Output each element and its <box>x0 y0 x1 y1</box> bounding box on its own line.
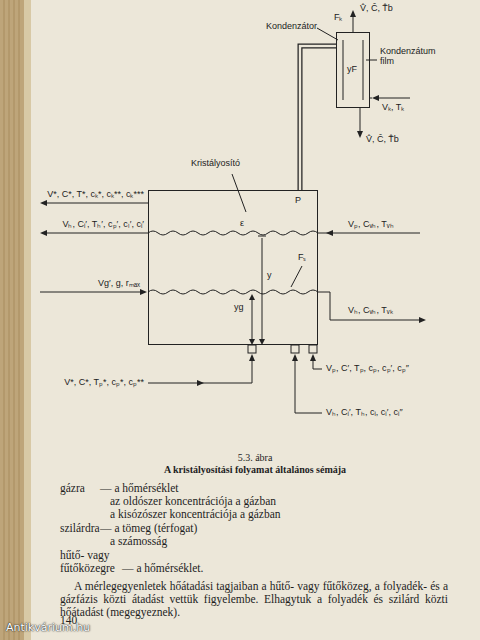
stream-variables: Vₚ, C′, Tₚ, cₚ, cₚ′, cₚ″ <box>326 363 409 373</box>
body-text: szilárdra <box>60 522 100 535</box>
stream-variables: Vₖ, Tₖ <box>382 102 404 112</box>
symbol-label: Fₛ <box>298 252 307 262</box>
stream-variables: Vₕ, Cᵢ′, Tₕ, cᵢ, cᵢ′, cᵢ″ <box>326 407 403 417</box>
stream-variables: Vg′, g, rₘₐₓ <box>98 278 140 288</box>
pipework <box>40 17 420 413</box>
body-text: — a tömeg (térfogat) <box>100 522 197 535</box>
body-text: fűtőközegre <box>60 562 115 575</box>
dimension-label: y <box>267 270 272 280</box>
flow-symbol: Fₖ <box>334 12 343 22</box>
part-label: Kondenzátum film <box>380 46 452 67</box>
stream-variables: V̂, Ĉ, T̂b <box>366 134 399 144</box>
binding-edge <box>0 0 24 640</box>
body-text: — a hőmérséklet <box>100 482 179 495</box>
figure-number: 5.3. ábra <box>60 452 450 464</box>
body-text: — a hőmérséklet. <box>122 562 203 575</box>
body-text: hűtő- vagy <box>60 549 110 562</box>
arrowheads <box>40 10 426 386</box>
vapour-pipe <box>300 46 336 190</box>
symbol-label: ε <box>240 218 244 228</box>
body-text: az oldószer koncentrációja a gázban <box>110 495 276 508</box>
body-text: a kisózószer koncentrációja a gázban <box>110 508 281 521</box>
point-label: P <box>295 195 301 205</box>
crystallizer-vessel: KristályosítóP <box>148 190 318 345</box>
stream-variables: Vₕ, Cᵥₕ, Tᵥₖ <box>348 305 393 315</box>
body-text: a számosság <box>110 535 167 548</box>
body-paragraph: A mérlegegyenletek hőátadási tagjaiban a… <box>60 580 448 619</box>
figure-caption: A kristályosítási folyamat általános sém… <box>60 464 450 476</box>
stream-variables: V*, C*, Tₚ*, cₚ*, cₚ** <box>64 377 144 387</box>
stream-variables: Vₚ, Cᵥₕ, Tᵥₕ <box>348 219 394 229</box>
flow-symbol: yF <box>347 64 357 74</box>
stream-variables: V*, C*, T*, cₖ*, cₖ**, cₖ*** <box>47 189 144 199</box>
dimension-label: yg <box>234 302 244 312</box>
vessel-heading: Kristályosító <box>191 158 240 168</box>
watermark: Antikvárium.hu <box>6 622 90 635</box>
stream-variables: V̂, Ĉ, T̂b <box>360 3 393 13</box>
pipe-bore <box>300 46 336 190</box>
body-text: gázra <box>60 482 85 495</box>
pipe-wall <box>300 46 336 190</box>
binding-stripes <box>4 0 19 640</box>
page-gutter <box>24 0 31 640</box>
stream-variables: Vₕ, Cᵢ′, Tₕ′, cₚ′, cₗ′, cᵢ′ <box>62 219 144 229</box>
condenser-heading: Kondenzátor <box>266 21 317 31</box>
